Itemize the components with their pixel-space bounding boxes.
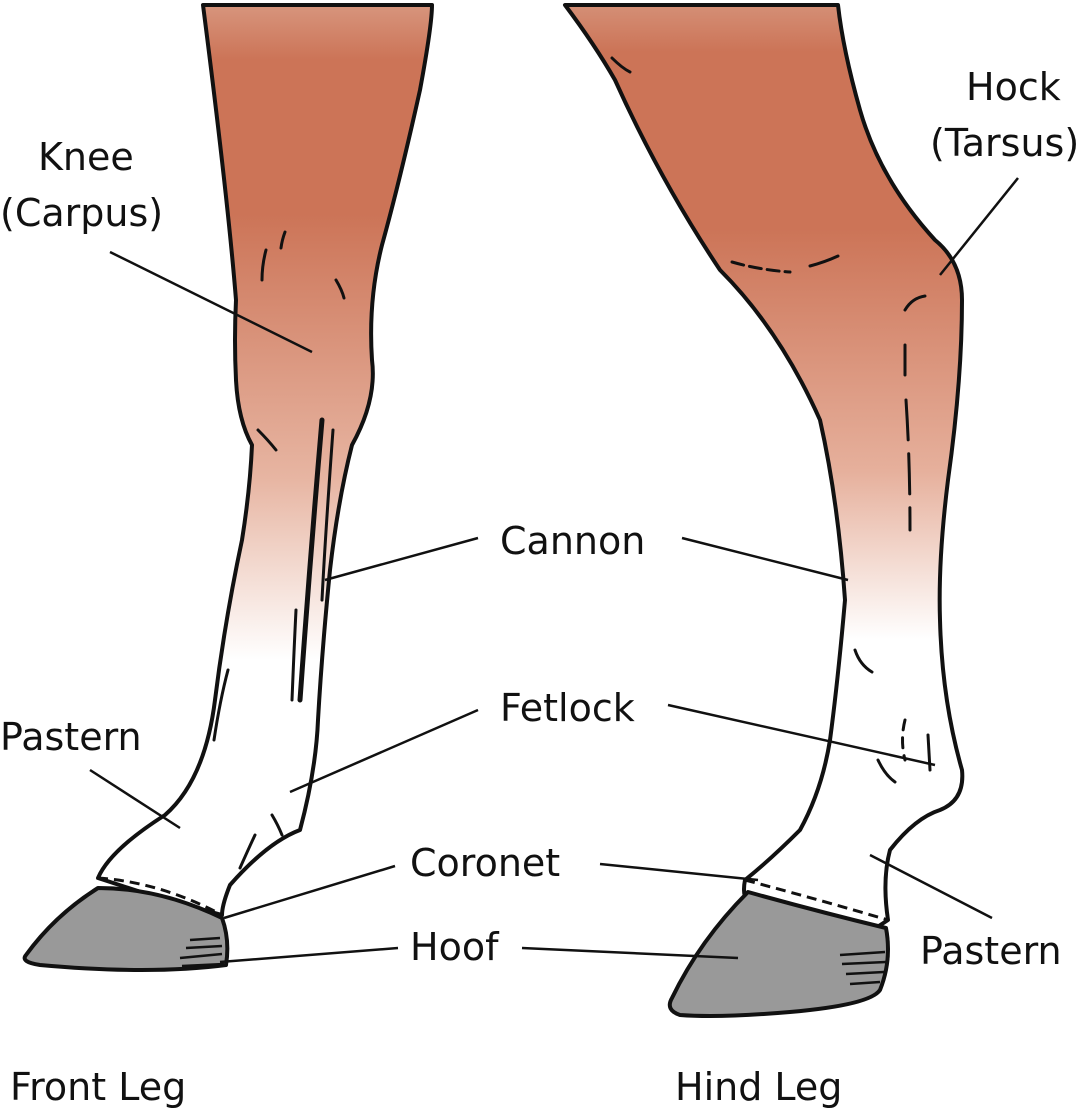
label-pastern-hind: Pastern — [920, 929, 1062, 973]
label-fetlock: Fetlock — [500, 686, 635, 730]
front-hoof — [22, 886, 230, 972]
label-pastern-front: Pastern — [0, 715, 142, 759]
front-leg-drawing — [22, 3, 434, 972]
label-cannon: Cannon — [500, 519, 646, 563]
label-hock: Hock — [966, 65, 1061, 109]
leader-fetlock-front — [289, 708, 479, 794]
leader-knee — [109, 250, 313, 354]
label-tarsus: (Tarsus) — [930, 121, 1080, 165]
leader-hock — [939, 177, 1019, 276]
front-leg-body — [96, 3, 434, 917]
hind-leg-body — [563, 3, 965, 940]
leader-coronet-hind — [599, 862, 759, 882]
label-hoof: Hoof — [410, 925, 499, 969]
label-coronet: Coronet — [410, 841, 561, 885]
leader-hoof-front — [219, 946, 399, 964]
label-hind-leg: Hind Leg — [675, 1065, 843, 1109]
leader-pastern-front — [89, 768, 181, 830]
hind-leg-drawing — [563, 3, 965, 1018]
leader-fetlock-hind — [667, 703, 936, 767]
leader-lines — [89, 177, 1019, 964]
leader-cannon-hind — [681, 536, 849, 582]
leader-pastern-hind — [869, 853, 993, 920]
label-front-leg: Front Leg — [10, 1065, 187, 1109]
hind-hoof — [667, 890, 890, 1018]
leader-cannon-front — [324, 536, 479, 582]
leader-coronet-front — [223, 864, 396, 920]
leader-hoof-hind — [521, 946, 739, 960]
label-carpus: (Carpus) — [0, 191, 164, 235]
label-knee: Knee — [38, 135, 134, 179]
